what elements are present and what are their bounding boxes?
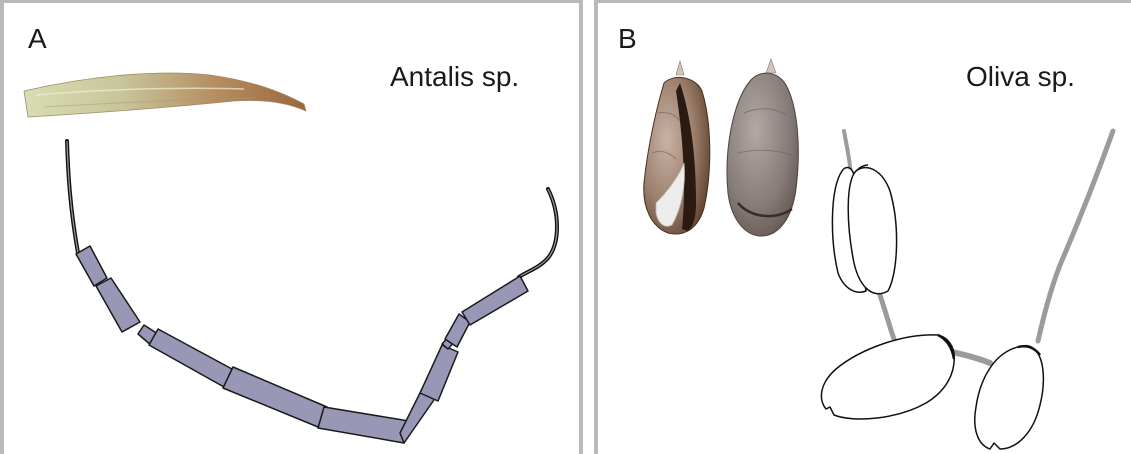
panel-b: B Oliva sp. bbox=[594, 0, 1131, 454]
oliva-cord-right-end bbox=[1038, 131, 1113, 341]
oliva-bead-outlines bbox=[821, 165, 1043, 449]
tusk-bead bbox=[462, 276, 528, 325]
tusk-bead bbox=[318, 407, 409, 443]
oliva-shell-aperture-view bbox=[644, 61, 710, 234]
tusk-bead bbox=[76, 246, 107, 286]
oliva-shell-dorsal-view bbox=[727, 59, 798, 236]
oliva-cord-bridge bbox=[952, 352, 990, 363]
antalis-bead-string bbox=[76, 246, 528, 443]
olive-bead-middle bbox=[821, 335, 954, 419]
antalis-cord-left bbox=[67, 141, 78, 253]
panel-b-artwork bbox=[598, 3, 1131, 454]
panel-a-artwork bbox=[4, 3, 579, 454]
oliva-cord-link bbox=[880, 295, 894, 339]
tusk-bead bbox=[223, 367, 327, 427]
antalis-tusk-shell bbox=[24, 73, 306, 117]
tusk-bead bbox=[420, 345, 458, 401]
antalis-cord-right bbox=[519, 189, 557, 277]
tusk-bead bbox=[96, 278, 140, 332]
panel-a: A Antalis sp. bbox=[0, 0, 583, 454]
tusk-bead bbox=[149, 329, 232, 387]
